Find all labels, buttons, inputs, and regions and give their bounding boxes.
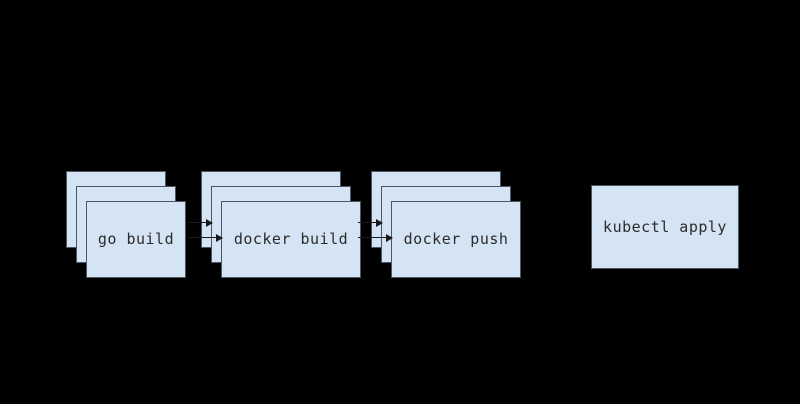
node-box-docker-push[interactable]: docker push — [391, 201, 521, 278]
node-label-docker-push: docker push — [403, 230, 509, 248]
node-label-go-build: go build — [97, 230, 175, 248]
node-box-go-build[interactable]: go build — [86, 201, 186, 278]
arrow-go-build-to-docker-build-upper — [188, 218, 213, 227]
node-box-docker-build[interactable]: docker build — [221, 201, 361, 278]
node-label-docker-build: docker build — [233, 230, 349, 248]
node-label-kubectl-apply: kubectl apply — [603, 217, 727, 236]
arrow-go-build-to-docker-build-lower — [188, 233, 223, 242]
arrow-docker-build-to-docker-push-upper — [358, 218, 383, 227]
node-box-kubectl-apply[interactable]: kubectl apply — [591, 185, 739, 269]
arrow-docker-build-to-docker-push-lower — [358, 233, 393, 242]
